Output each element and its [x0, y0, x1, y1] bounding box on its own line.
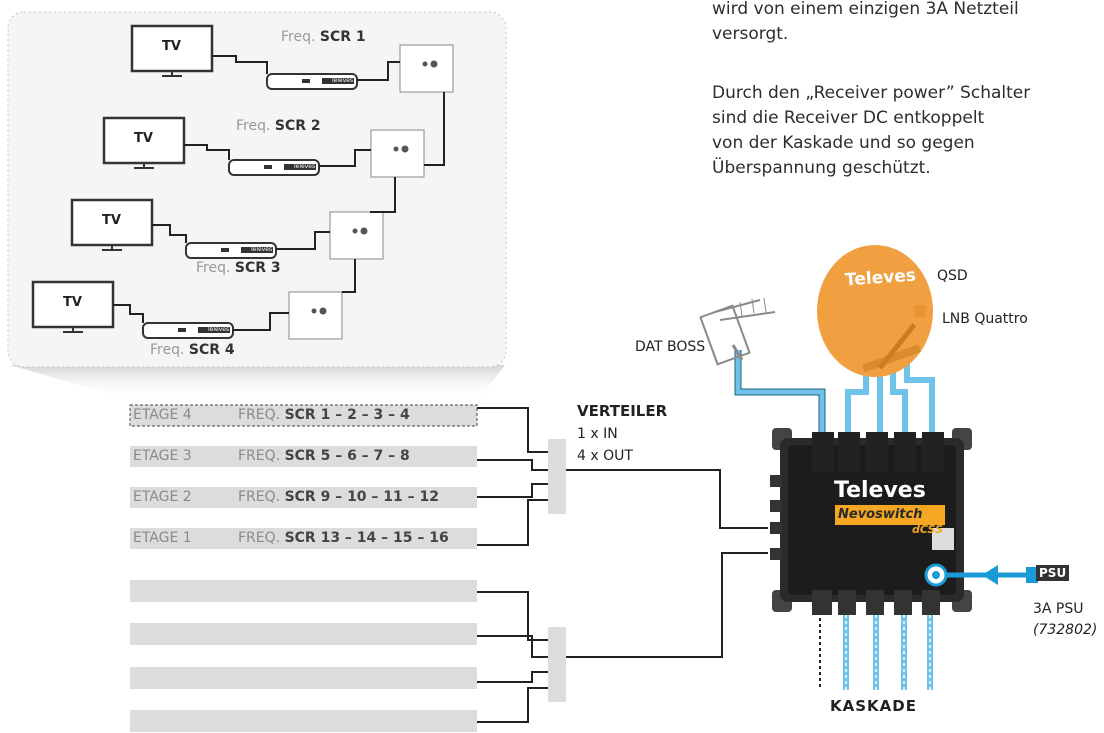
- splitter-upper: [548, 439, 566, 514]
- feed-cable-outline: [734, 350, 826, 433]
- terrestrial-antenna: [699, 297, 776, 366]
- antenna-label: DAT BOSS: [635, 339, 706, 355]
- tv-label: TV: [134, 131, 153, 146]
- splitter-upper-cables: [477, 407, 548, 546]
- tv-icon: [102, 116, 186, 165]
- floor-bar-2: [130, 487, 477, 508]
- tv-icon: [31, 280, 115, 329]
- description-line: Überspannung geschützt.: [712, 158, 931, 178]
- scr-label: Freq. SCR 4: [150, 342, 235, 358]
- scr-label: Freq. SCR 1: [281, 29, 366, 45]
- floor-freq-label: FREQ. SCR 9 – 10 – 11 – 12: [238, 489, 440, 505]
- multiswitch-variant-label: dCSS: [912, 523, 944, 536]
- floor-label: ETAGE 2: [133, 489, 192, 505]
- floor-bar-4: [129, 404, 478, 427]
- receiver-icon: [266, 73, 358, 90]
- psu-code: (732802): [1033, 622, 1098, 638]
- apartment-inset-panel: [7, 11, 507, 368]
- floor-label: ETAGE 4: [133, 407, 192, 423]
- tv-label: TV: [63, 295, 82, 310]
- receiver-brand-label: Televes: [207, 326, 230, 333]
- socket-loop-cable: [342, 92, 445, 293]
- description-line: von der Kaskade und so gegen: [712, 133, 975, 153]
- tv-label: TV: [102, 213, 121, 228]
- splitter-lower: [548, 627, 566, 702]
- psu-label: 3A PSU: [1033, 601, 1084, 617]
- receiver-brand-label: Televes: [331, 77, 354, 84]
- floor-freq-label: FREQ. SCR 13 – 14 – 15 – 16: [238, 530, 449, 546]
- splitter-lower-cables: [477, 591, 548, 723]
- multiswitch-model-label: Nevoswitch: [838, 507, 923, 522]
- splitter-title: VERTEILER: [577, 402, 668, 420]
- tv-label: TV: [162, 39, 181, 54]
- floor-bar-empty: [130, 667, 477, 689]
- description-line: versorgt.: [712, 24, 789, 44]
- wall-socket-icon: [288, 291, 343, 340]
- wall-socket-icon: [399, 44, 454, 93]
- floor-bar-1: [130, 528, 477, 549]
- floor-bar-empty: [130, 623, 477, 645]
- lnb-label: LNB Quattro: [942, 311, 1028, 327]
- receiver-brand-label: Televes: [250, 246, 273, 253]
- satellite-dish: [817, 245, 933, 377]
- psu-tag: PSU: [1036, 565, 1070, 581]
- multiswitch-brand-label: Televes: [834, 478, 926, 503]
- multiswitch: [770, 428, 972, 615]
- receiver-icon: [228, 159, 320, 176]
- description-line: Durch den „Receiver power” Schalter: [712, 83, 1031, 103]
- tv-group-2: [102, 116, 425, 178]
- receiver-icon: [185, 242, 277, 259]
- description-line: wird von einem einzigen 3A Netzteil: [712, 0, 1019, 19]
- receiver-brand-label: Televes: [293, 163, 316, 170]
- tv-group-1: [130, 24, 454, 93]
- splitter-in-label: 1 x IN: [577, 426, 618, 442]
- wall-socket-icon: [370, 129, 425, 178]
- tv-icon: [70, 198, 154, 247]
- tv-group-3: [70, 198, 384, 260]
- tv-icon: [130, 24, 214, 73]
- splitter-out-label: 4 x OUT: [577, 448, 633, 464]
- cascade-outputs: [843, 610, 933, 690]
- floor-bar-empty: [130, 710, 477, 732]
- scr-label: Freq. SCR 3: [196, 260, 281, 276]
- zoom-wedge: [10, 365, 505, 400]
- dish-label: QSD: [937, 268, 968, 284]
- floor-freq-label: FREQ. SCR 5 – 6 – 7 – 8: [238, 448, 410, 464]
- cascade-dashes: [845, 615, 931, 690]
- floor-bar-empty: [130, 580, 477, 602]
- floor-bar-3: [130, 446, 477, 467]
- splitter-input-upper: [566, 469, 768, 529]
- floor-label: ETAGE 3: [133, 448, 192, 464]
- description-line: sind die Receiver DC entkoppelt: [712, 108, 985, 128]
- floor-label: ETAGE 1: [133, 530, 192, 546]
- splitter-input-lower: [566, 552, 768, 658]
- floor-freq-label: FREQ. SCR 1 – 2 – 3 – 4: [238, 407, 410, 423]
- cascade-label: KASKADE: [830, 697, 917, 715]
- wall-socket-icon: [329, 211, 384, 260]
- psu-arrow-icon: [982, 565, 998, 585]
- tv-group-4: [31, 280, 343, 340]
- scr-label: Freq. SCR 2: [236, 118, 321, 134]
